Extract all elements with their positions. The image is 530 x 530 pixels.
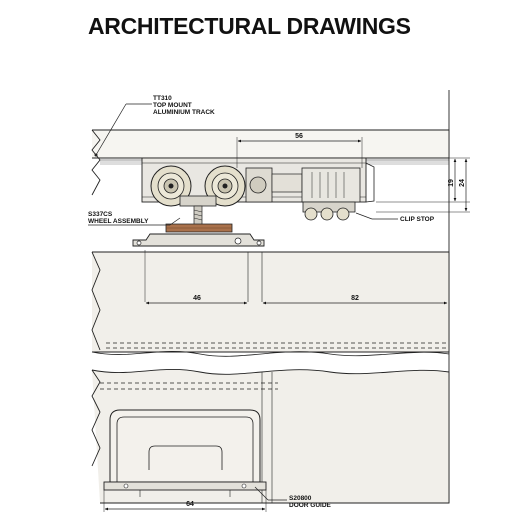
callout-track: TT310 TOP MOUNT ALUMINIUM TRACK (94, 95, 215, 157)
dim-label-24: 24 (459, 179, 466, 187)
label-track-line1: TOP MOUNT (153, 102, 192, 109)
callout-wheel: S337CS WHEEL ASSEMBLY (88, 211, 181, 226)
label-wheel-code: S337CS (88, 211, 113, 218)
label-guide-code: S20800 (289, 495, 312, 502)
page-title: ARCHITECTURAL DRAWINGS (88, 13, 411, 39)
dimension-offsets: 46 82 (145, 295, 448, 305)
callout-door-guide: S20800 DOOR GUIDE (254, 486, 332, 509)
label-clip-stop: CLIP STOP (400, 216, 435, 223)
callout-clip-stop: CLIP STOP (355, 212, 435, 223)
dim-label-19: 19 (448, 179, 455, 187)
dimension-track-width: 56 (236, 133, 363, 168)
label-track-line2: ALUMINIUM TRACK (153, 109, 215, 116)
dimension-height: 19 24 (376, 157, 470, 213)
label-track-code: TT310 (153, 95, 172, 102)
label-guide-line1: DOOR GUIDE (289, 502, 332, 509)
door-panel-upper (91, 250, 450, 357)
dim-label-82: 82 (351, 295, 359, 302)
door-guide (103, 409, 267, 497)
wheel-assembly (150, 165, 361, 233)
dim-label-64: 64 (186, 501, 194, 508)
dim-label-46: 46 (193, 295, 201, 302)
dimension-guide-width: 64 (103, 490, 267, 512)
label-wheel-line1: WHEEL ASSEMBLY (88, 218, 149, 225)
dim-label-56: 56 (295, 133, 303, 140)
mounting-plate (132, 233, 265, 247)
